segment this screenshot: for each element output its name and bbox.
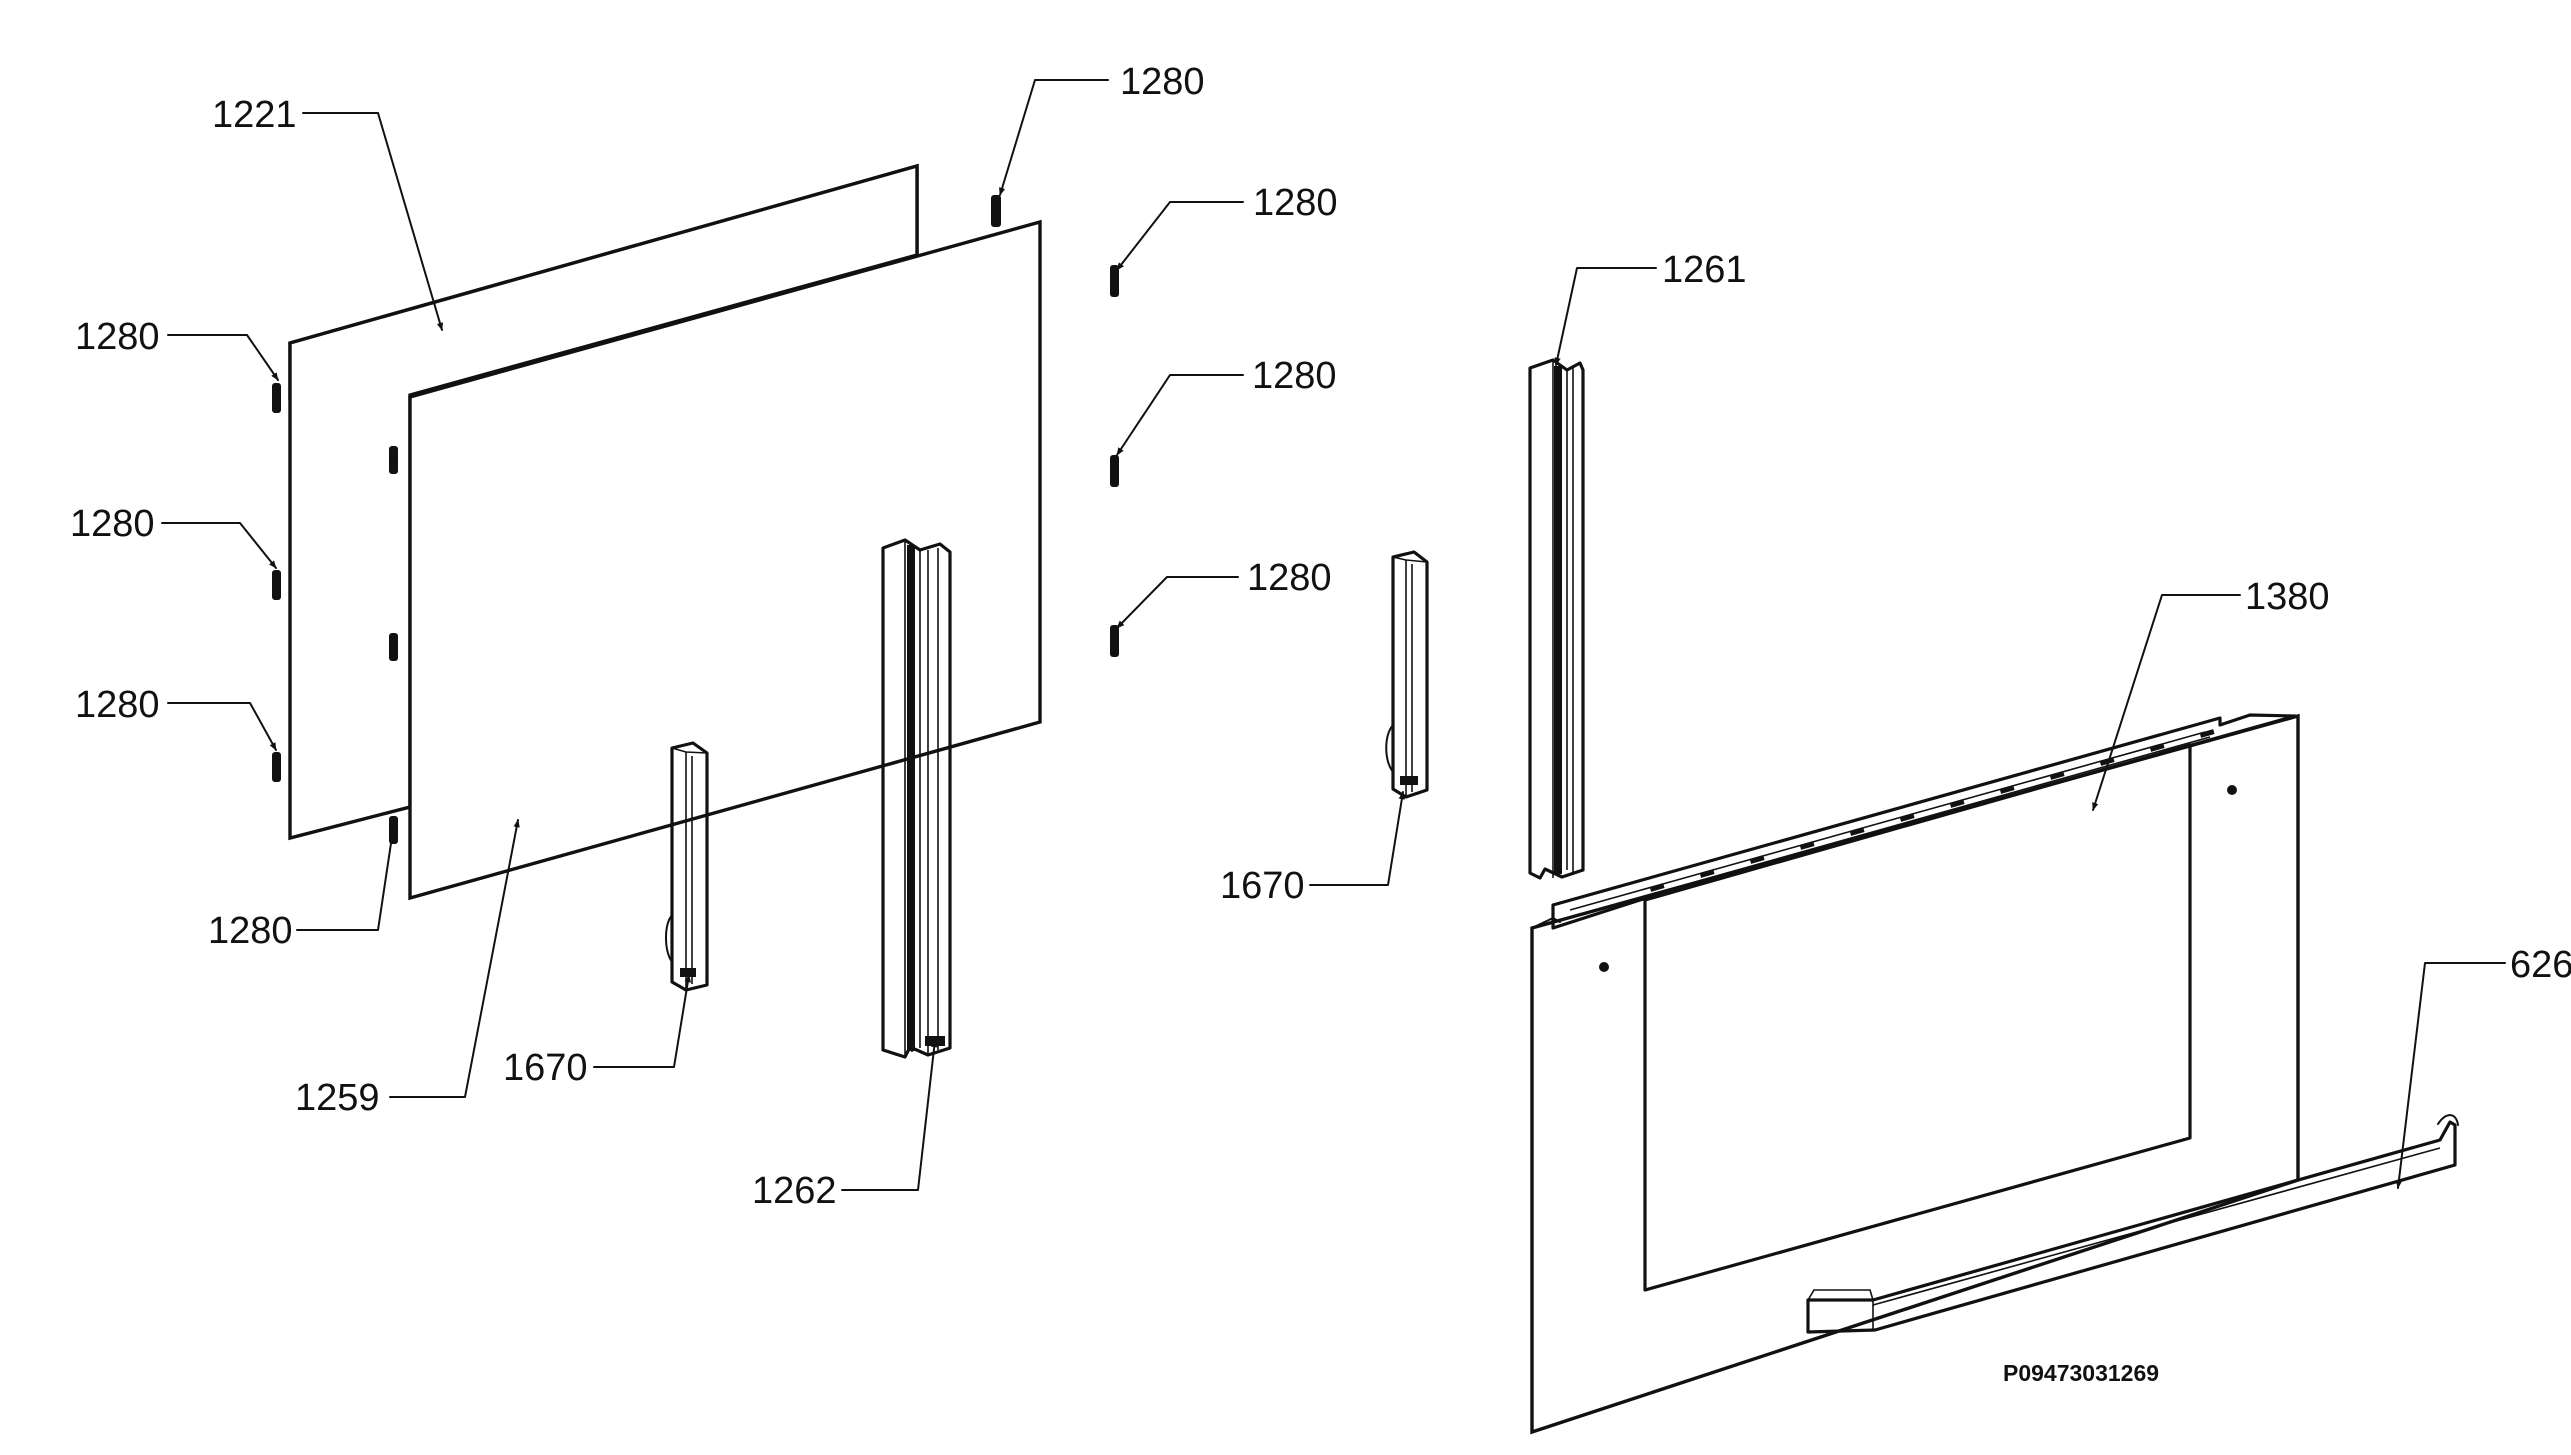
clip-mid-2 [389,633,398,661]
callout-1261: 1261 [1662,249,1747,291]
clip-left-3 [272,752,281,782]
callout-1221: 1221 [212,94,297,136]
callout-1280-top: 1280 [1120,61,1205,103]
callout-1280-left-2: 1280 [70,503,155,545]
drawing-code: P09473031269 [2003,1360,2159,1386]
clip-right-3 [1110,625,1119,657]
clip-mid-1 [389,446,398,474]
callout-1280-left-1: 1280 [75,316,160,358]
clip-left-1 [272,383,281,413]
callout-1670-left: 1670 [503,1047,588,1089]
hinge-bracket-1670-right [1385,550,1429,799]
callout-1280-right-1: 1280 [1253,182,1338,224]
callout-1259: 1259 [295,1077,380,1119]
callout-1280-left-3: 1280 [75,684,160,726]
callout-1280-bottom: 1280 [208,910,293,952]
callout-1670-right: 1670 [1220,865,1305,907]
callout-1280-right-3: 1280 [1247,557,1332,599]
hinge-bracket-1670-left [665,741,709,992]
clip-top [991,195,1001,227]
door-handle-626 [1806,1114,2459,1334]
clip-left-2 [272,570,281,600]
clip-right-2 [1110,455,1119,487]
leader-lines [161,79,2506,1191]
callout-1380: 1380 [2245,576,2330,618]
vent-slots [1649,729,2215,892]
door-profile-1261 [1528,358,1585,880]
screw-hole [1599,962,1609,972]
outer-door-1380 [1530,713,2300,1435]
clip-right-1 [1110,265,1119,297]
glass-panel-1221-body [288,163,919,841]
callout-1262: 1262 [752,1170,837,1212]
callout-labels: 1221 1280 1280 1280 1280 1280 1280 1280 … [70,61,2571,1386]
screw-hole [2227,785,2237,795]
callout-1280-right-2: 1280 [1252,355,1337,397]
callout-626: 626 [2510,944,2571,986]
